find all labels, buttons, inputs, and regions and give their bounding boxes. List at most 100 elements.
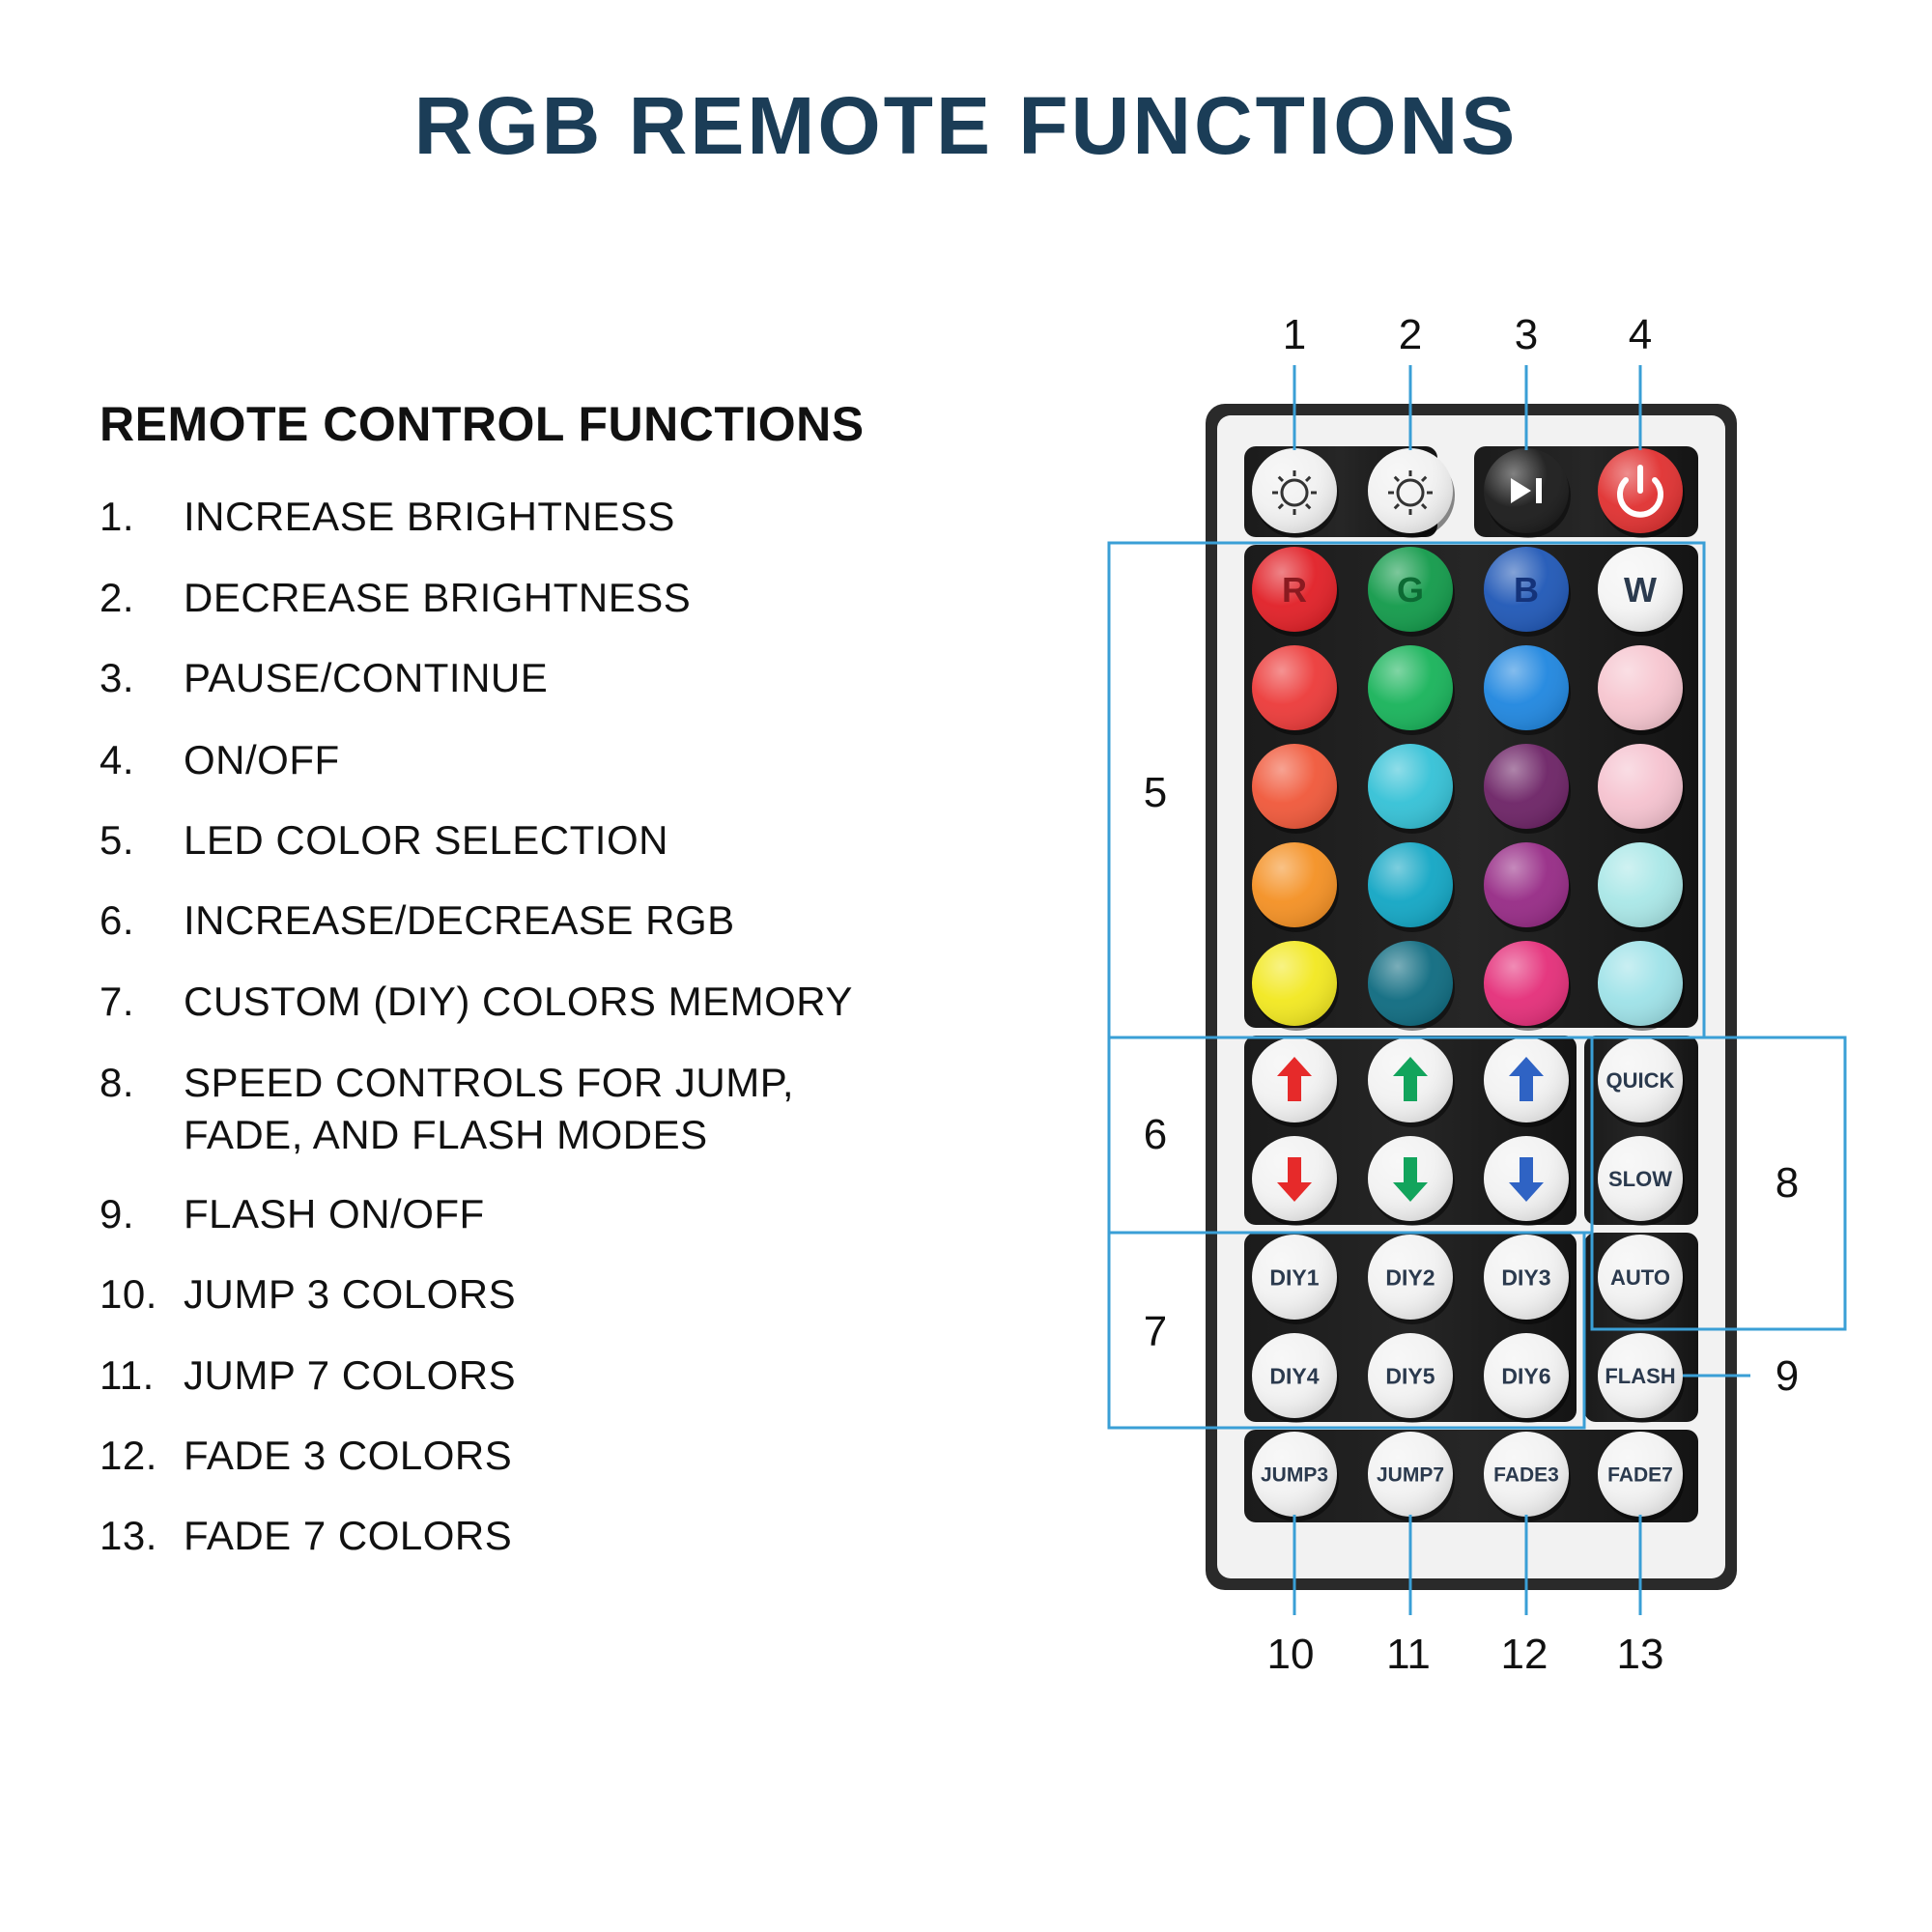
callout-label-4: 4 — [1628, 311, 1653, 358]
color-button[interactable] — [1598, 941, 1685, 1031]
mode-button-fade3[interactable]: FADE3 — [1484, 1432, 1571, 1521]
button-highlight — [1368, 1432, 1453, 1517]
button-label: DIY3 — [1501, 1264, 1550, 1290]
diy-button[interactable]: DIY6 — [1484, 1333, 1571, 1423]
red-down-arrow-icon — [1277, 1157, 1312, 1202]
color-button[interactable] — [1484, 842, 1571, 932]
brightness-up-button[interactable] — [1252, 448, 1339, 538]
callout-label-7: 7 — [1143, 1308, 1168, 1355]
callout-label-2: 2 — [1398, 311, 1423, 358]
play-pause-icon — [1511, 478, 1542, 503]
button-highlight — [1598, 1037, 1683, 1122]
function-description-line: FADE 7 COLORS — [184, 1513, 513, 1558]
button-highlight — [1598, 1136, 1683, 1221]
color-button[interactable] — [1368, 645, 1455, 735]
function-number: 11. — [99, 1352, 155, 1398]
button-highlight — [1598, 1432, 1683, 1517]
color-button[interactable] — [1252, 842, 1339, 932]
color-button[interactable] — [1484, 645, 1571, 735]
brightness-down-button[interactable] — [1368, 448, 1455, 538]
rgb-adjust-button[interactable] — [1484, 1136, 1571, 1226]
button-highlight — [1484, 1235, 1569, 1320]
function-description-line: LED COLOR SELECTION — [184, 817, 668, 863]
color-button[interactable] — [1484, 744, 1571, 834]
button-label: W — [1624, 570, 1657, 610]
button-highlight — [1598, 645, 1683, 730]
pause-bar — [1536, 478, 1542, 503]
rgb-adjust-button[interactable] — [1484, 1037, 1571, 1127]
color-button[interactable]: B — [1484, 547, 1571, 637]
speed-button-slow[interactable]: SLOW — [1598, 1136, 1685, 1226]
color-button[interactable]: W — [1598, 547, 1685, 637]
sun-down-icon — [1388, 470, 1433, 515]
color-button[interactable] — [1252, 744, 1339, 834]
button-label: QUICK — [1606, 1068, 1675, 1093]
button-highlight — [1598, 1333, 1683, 1418]
button-label: FADE3 — [1493, 1464, 1559, 1487]
color-button[interactable]: R — [1252, 547, 1339, 637]
function-description-line: FADE, AND FLASH MODES — [184, 1112, 708, 1157]
function-description-line: ON/OFF — [184, 737, 340, 782]
function-description-line: JUMP 3 COLORS — [184, 1271, 517, 1317]
green-down-arrow-icon — [1393, 1157, 1428, 1202]
color-button[interactable] — [1368, 842, 1455, 932]
function-number: 12. — [99, 1433, 157, 1478]
play-pause-button[interactable] — [1484, 448, 1571, 538]
button-label: R — [1282, 570, 1307, 610]
color-panel — [1244, 545, 1698, 1028]
color-button[interactable] — [1368, 941, 1455, 1031]
button-highlight — [1368, 1235, 1453, 1320]
button-label: G — [1397, 570, 1424, 610]
button-label: SLOW — [1608, 1167, 1672, 1191]
function-description: INCREASE/DECREASE RGB — [184, 895, 937, 947]
speed-button-quick[interactable]: QUICK — [1598, 1037, 1685, 1127]
color-button[interactable] — [1368, 744, 1455, 834]
button-highlight — [1368, 448, 1453, 533]
power-icon — [1617, 465, 1663, 518]
diy-button[interactable]: DIY4 — [1252, 1333, 1339, 1423]
color-button[interactable] — [1598, 744, 1685, 834]
mode-button-fade7[interactable]: FADE7 — [1598, 1432, 1685, 1521]
button-highlight — [1484, 547, 1569, 632]
function-description-line: CUSTOM (DIY) COLORS MEMORY — [184, 979, 853, 1024]
color-button[interactable] — [1598, 842, 1685, 932]
group-8-box — [1590, 1036, 1847, 1331]
color-button[interactable] — [1252, 645, 1339, 735]
diy-button[interactable]: DIY3 — [1484, 1235, 1571, 1324]
button-highlight — [1252, 1333, 1337, 1418]
function-number: 10. — [99, 1271, 157, 1317]
callout-label-12: 12 — [1500, 1631, 1548, 1678]
speed-button-flash[interactable]: FLASH — [1598, 1333, 1685, 1423]
button-label: DIY5 — [1385, 1363, 1435, 1388]
mode-button-jump7[interactable]: JUMP7 — [1368, 1432, 1455, 1521]
color-button[interactable] — [1598, 645, 1685, 735]
callout-label-5: 5 — [1143, 769, 1168, 816]
diy-button[interactable]: DIY1 — [1252, 1235, 1339, 1324]
button-highlight — [1598, 744, 1683, 829]
color-button[interactable] — [1484, 941, 1571, 1031]
button-highlight — [1484, 1333, 1569, 1418]
function-number: 3. — [99, 655, 135, 700]
callout-label-13: 13 — [1616, 1631, 1664, 1678]
button-highlight — [1368, 842, 1453, 927]
rgb-adjust-button[interactable] — [1368, 1037, 1455, 1127]
button-highlight — [1484, 842, 1569, 927]
color-button[interactable] — [1252, 941, 1339, 1031]
mode-button-jump3[interactable]: JUMP3 — [1252, 1432, 1339, 1521]
diy-button[interactable]: DIY5 — [1368, 1333, 1455, 1423]
speed-button-auto[interactable]: AUTO — [1598, 1235, 1685, 1324]
power-button[interactable] — [1598, 448, 1685, 538]
rgb-adjust-button[interactable] — [1252, 1037, 1339, 1127]
function-number: 7. — [99, 979, 135, 1024]
rgb-adjust-button[interactable] — [1252, 1136, 1339, 1226]
function-description-line: DECREASE BRIGHTNESS — [184, 575, 692, 620]
green-up-arrow-icon — [1393, 1057, 1428, 1101]
function-description: FADE 7 COLORS — [184, 1510, 937, 1562]
function-number: 5. — [99, 817, 135, 863]
button-highlight — [1484, 744, 1569, 829]
diy-button[interactable]: DIY2 — [1368, 1235, 1455, 1324]
button-highlight — [1252, 842, 1337, 927]
rgb-adjust-button[interactable] — [1368, 1136, 1455, 1226]
button-label: FLASH — [1605, 1364, 1675, 1388]
color-button[interactable]: G — [1368, 547, 1455, 637]
